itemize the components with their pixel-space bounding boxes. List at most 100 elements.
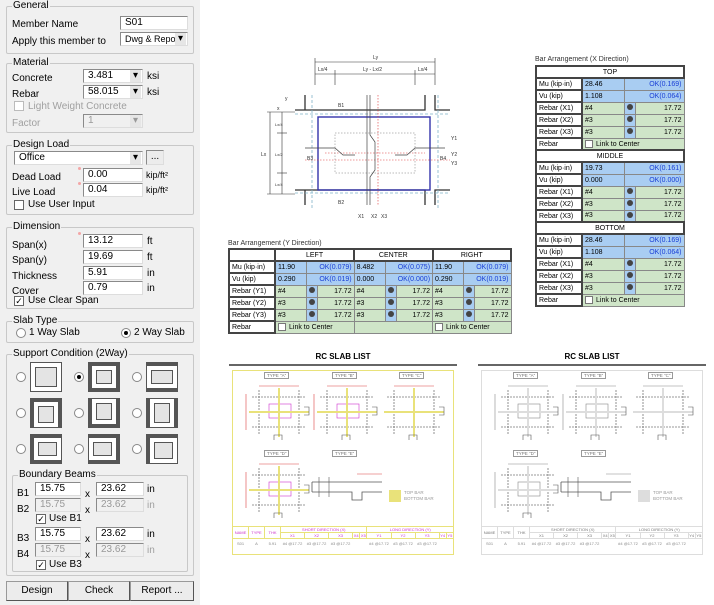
axis-label: y [285, 96, 288, 102]
rebar-size[interactable]: #4 [274, 284, 308, 298]
link-to-center-checkbox[interactable]: Link to Center [432, 320, 512, 334]
rebar-dropdown[interactable]: 58.015 [83, 85, 143, 99]
support-option-radio[interactable] [74, 444, 84, 454]
rebar-spacing[interactable]: 17.72 [395, 284, 434, 298]
support-option-radio[interactable] [74, 408, 84, 418]
rebar-size[interactable]: #3 [581, 209, 625, 223]
section-title: TOP [535, 65, 685, 79]
design-button[interactable]: Design [6, 581, 68, 601]
rebar-size[interactable]: #4 [581, 101, 625, 115]
b4-height-input[interactable]: 23.62 [96, 543, 144, 557]
rebar-size[interactable]: #3 [432, 296, 465, 310]
live-load-input[interactable]: 0.04 [83, 183, 143, 197]
load-type-dropdown[interactable]: Office [14, 151, 143, 165]
rebar-spacing[interactable]: 17.72 [634, 269, 685, 283]
span-x-input[interactable]: 13.12 [83, 234, 143, 248]
rebar-size[interactable]: #3 [581, 125, 625, 139]
support-condition-icon[interactable] [30, 398, 62, 428]
use-user-input-checkbox[interactable] [14, 200, 24, 210]
use-clear-span-checkbox[interactable]: ✓ [14, 296, 24, 306]
b2-height-input[interactable]: 23.62 [96, 498, 144, 512]
support-option-radio[interactable] [16, 372, 26, 382]
rebar-size[interactable]: #3 [274, 308, 308, 322]
rebar-size[interactable]: #3 [581, 269, 625, 283]
support-condition-icon[interactable] [146, 398, 178, 428]
at-icon [306, 308, 319, 322]
rebar-spacing[interactable]: 17.72 [474, 296, 512, 310]
rebar-spacing[interactable]: 17.72 [634, 101, 685, 115]
rebar-spacing[interactable]: 17.72 [317, 284, 355, 298]
concrete-dropdown[interactable]: 3.481 [83, 69, 143, 83]
rebar-spacing[interactable]: 17.72 [474, 284, 512, 298]
support-condition-icon[interactable] [146, 434, 178, 464]
dim-label: Lx/2 [275, 152, 283, 157]
rebar-size[interactable]: #4 [581, 257, 625, 271]
rebar-spacing[interactable]: 17.72 [317, 296, 355, 310]
support-option-radio[interactable] [16, 408, 26, 418]
b3-height-input[interactable]: 23.62 [96, 527, 144, 541]
two-way-radio[interactable] [121, 328, 131, 338]
support-condition-icon[interactable] [88, 398, 120, 428]
b3-width-input[interactable]: 15.75 [35, 527, 81, 541]
rebar-size[interactable]: #3 [353, 308, 386, 322]
rebar-spacing[interactable]: 17.72 [474, 308, 512, 322]
rebar-size[interactable]: #3 [353, 296, 386, 310]
row-label: Rebar (X3) [535, 209, 583, 223]
support-condition-icon[interactable] [30, 434, 62, 464]
rebar-spacing[interactable]: 17.72 [634, 185, 685, 199]
one-way-radio[interactable] [16, 328, 26, 338]
rebar-size[interactable]: #3 [581, 113, 625, 127]
cell [360, 539, 367, 549]
rebar-size[interactable]: #4 [581, 185, 625, 199]
required-marker [78, 182, 81, 185]
light-weight-checkbox[interactable] [14, 101, 24, 111]
support-option-radio[interactable] [132, 444, 142, 454]
support-option-radio[interactable] [16, 444, 26, 454]
support-option-radio[interactable] [74, 372, 84, 382]
rebar-spacing[interactable]: 17.72 [634, 209, 685, 223]
support-condition-icon[interactable] [88, 362, 120, 392]
cover-input[interactable]: 0.79 [83, 281, 143, 295]
report-button[interactable]: Report ... [130, 581, 194, 601]
b1-height-input[interactable]: 23.62 [96, 482, 144, 496]
thickness-input[interactable]: 5.91 [83, 266, 143, 280]
rebar-size[interactable]: #3 [581, 197, 625, 211]
b2-width-input[interactable]: 15.75 [35, 498, 81, 512]
rebar-spacing[interactable]: 17.72 [634, 113, 685, 127]
rebar-label: Y1 [451, 136, 457, 142]
factor-dropdown[interactable]: 1 [83, 114, 143, 128]
link-to-center-checkbox[interactable]: Link to Center [581, 137, 685, 151]
apply-dropdown[interactable]: Dwg & Repor [120, 32, 188, 46]
rebar-size[interactable]: #4 [353, 284, 386, 298]
use-b3-checkbox[interactable]: ✓ [36, 560, 46, 570]
support-condition-icon[interactable] [146, 362, 178, 392]
rebar-spacing[interactable]: 17.72 [395, 296, 434, 310]
b1-width-input[interactable]: 15.75 [35, 482, 81, 496]
support-condition-icon[interactable] [88, 434, 120, 464]
support-option-radio[interactable] [132, 408, 142, 418]
span-y-input[interactable]: 19.69 [83, 250, 143, 264]
link-to-center-checkbox[interactable]: Link to Center [274, 320, 355, 334]
use-b1-checkbox[interactable]: ✓ [36, 514, 46, 524]
rebar-spacing[interactable]: 17.72 [395, 308, 434, 322]
dead-load-input[interactable]: 0.00 [83, 168, 143, 182]
load-more-button[interactable]: ... [146, 150, 164, 165]
rebar-size[interactable]: #3 [581, 281, 625, 295]
member-name-input[interactable]: S01 [120, 16, 188, 30]
support-option-radio[interactable] [132, 372, 142, 382]
rebar-spacing[interactable]: 17.72 [634, 257, 685, 271]
rebar-size[interactable]: #4 [432, 284, 465, 298]
rebar-spacing[interactable]: 17.72 [634, 125, 685, 139]
rebar-spacing[interactable]: 17.72 [317, 308, 355, 322]
rebar-size[interactable]: #3 [432, 308, 465, 322]
rebar-spacing[interactable]: 17.72 [634, 197, 685, 211]
b4-width-input[interactable]: 15.75 [35, 543, 81, 557]
rebar-spacing[interactable]: 17.72 [634, 281, 685, 295]
check-button[interactable]: Check [68, 581, 130, 601]
support-condition-icon[interactable] [30, 362, 62, 392]
cell [439, 539, 446, 549]
rebar-size[interactable]: #3 [274, 296, 308, 310]
link-to-center-checkbox[interactable]: Link to Center [581, 293, 685, 307]
